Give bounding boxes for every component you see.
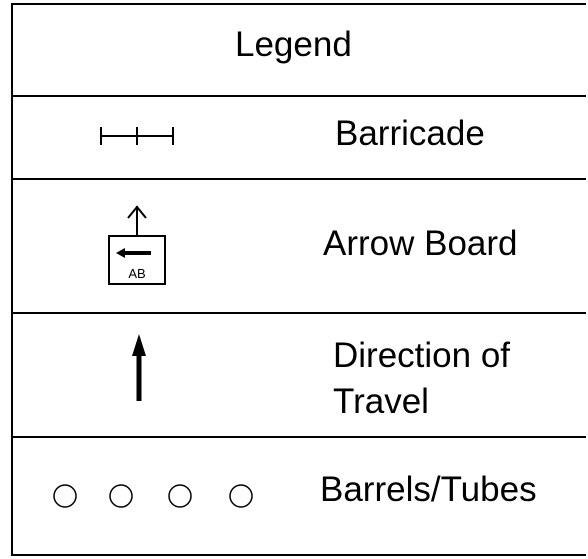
arrow-board-label: Arrow Board bbox=[323, 224, 518, 263]
barrel-circle-4 bbox=[229, 484, 253, 508]
direction-of-travel-label: Direction of Travel bbox=[333, 333, 510, 425]
direction-label-line-1: Direction of bbox=[333, 336, 511, 375]
direction-arrow-icon bbox=[132, 334, 146, 401]
barricade-label: Barricade bbox=[335, 114, 485, 153]
barrel-circle-3 bbox=[168, 484, 192, 508]
legend-box: Legend Barricade AB Arrow Board bbox=[11, 3, 586, 556]
legend-row-arrow-board: AB Arrow Board bbox=[13, 180, 586, 314]
barrel-circle-2 bbox=[109, 484, 133, 508]
legend-row-barrels: Barrels/Tubes bbox=[13, 438, 586, 556]
legend-title: Legend bbox=[235, 25, 352, 64]
barrels-icon bbox=[53, 484, 253, 508]
arrow-board-symbol-text: AB bbox=[128, 266, 145, 281]
direction-label-line-2: Travel bbox=[333, 382, 429, 421]
barrel-circle-1 bbox=[53, 484, 77, 508]
barrels-label: Barrels/Tubes bbox=[320, 470, 537, 509]
legend-row-barricade: Barricade bbox=[13, 97, 586, 180]
arrow-board-icon: AB bbox=[108, 205, 166, 285]
legend-title-row: Legend bbox=[13, 5, 586, 97]
barricade-icon bbox=[100, 127, 174, 145]
legend-row-direction-of-travel: Direction of Travel bbox=[13, 314, 586, 438]
